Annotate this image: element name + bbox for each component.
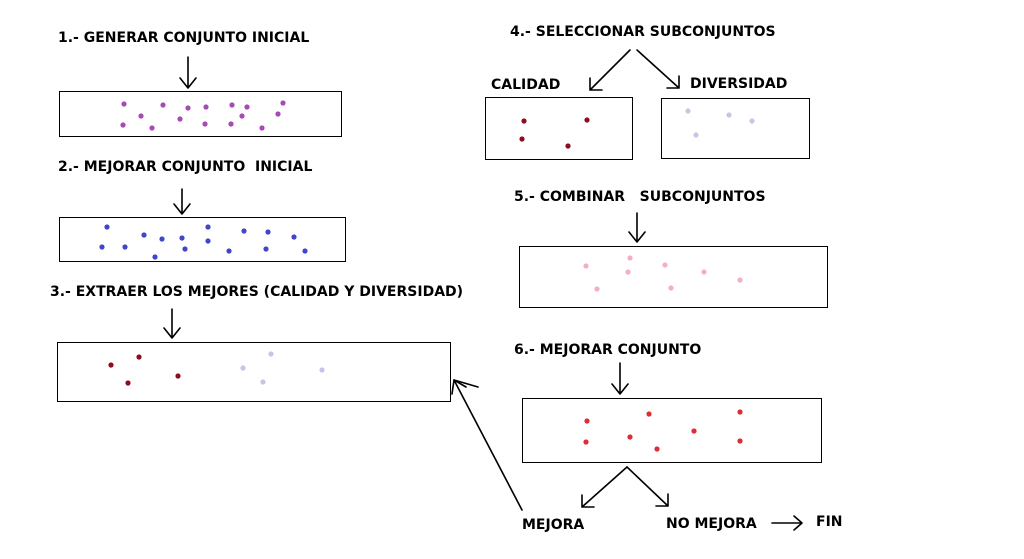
step-4-label: 4.- SELECCIONAR SUBCONJUNTOS [510, 24, 776, 40]
combined-point [668, 285, 674, 291]
no-mejora-label: NO MEJORA [666, 516, 757, 532]
calidad-point [584, 117, 590, 123]
initial-set-point [244, 104, 250, 110]
best-diversity-point [260, 379, 266, 385]
calidad-point [521, 118, 527, 124]
combined-subsets-box [519, 246, 828, 308]
improved-set-point [182, 246, 188, 252]
improved-final-point [691, 428, 697, 434]
initial-set-point [203, 104, 209, 110]
improved-set-point [159, 236, 165, 242]
loop-entry-stub [453, 379, 479, 388]
improved-final-point [654, 446, 660, 452]
improved-set-box [522, 398, 822, 463]
improved-set-point [241, 228, 247, 234]
diversidad-point [685, 108, 691, 114]
improved-set-point [99, 244, 105, 250]
arrow-to-no-mejora [626, 466, 669, 507]
combined-point [701, 269, 707, 275]
arrow-to-diversidad [636, 49, 680, 89]
combined-point [583, 263, 589, 269]
combined-point [627, 255, 633, 261]
best-quality-point [136, 354, 142, 360]
best-quality-point [175, 373, 181, 379]
combined-point [594, 286, 600, 292]
initial-set-point [275, 111, 281, 117]
arrow-to-improved-initial-set [173, 188, 191, 215]
step-3-label: 3.- EXTRAER LOS MEJORES (CALIDAD Y DIVER… [50, 284, 464, 300]
best-quality-point [108, 362, 114, 368]
improved-final-point [737, 438, 743, 444]
arrow-to-calidad [589, 49, 631, 91]
improved-set-point [226, 248, 232, 254]
improved-set-point [141, 232, 147, 238]
arrow-to-fin [771, 515, 803, 531]
improved-final-point [584, 418, 590, 424]
best-solutions-box [57, 342, 451, 402]
improved-set-point [291, 234, 297, 240]
initial-set-point [259, 125, 265, 131]
best-quality-point [125, 380, 131, 386]
best-diversity-point [268, 351, 274, 357]
combined-point [737, 277, 743, 283]
arrow-to-best-solutions [163, 308, 181, 339]
fin-label: FIN [816, 514, 843, 530]
initial-set-point [280, 100, 286, 106]
initial-set-point [160, 102, 166, 108]
arrow-to-initial-set [179, 56, 197, 89]
step-2-label: 2.- MEJORAR CONJUNTO INICIAL [58, 159, 313, 175]
arrow-to-combined [628, 212, 646, 243]
initial-set-point [229, 102, 235, 108]
initial-set-point [121, 101, 127, 107]
initial-set-point [202, 121, 208, 127]
improved-set-point [179, 235, 185, 241]
diversidad-label: DIVERSIDAD [690, 76, 788, 92]
initial-set-point [239, 113, 245, 119]
step-1-label: 1.- GENERAR CONJUNTO INICIAL [58, 30, 310, 46]
improved-set-point [263, 246, 269, 252]
step-5-label: 5.- COMBINAR SUBCONJUNTOS [514, 189, 766, 205]
initial-set-point [138, 113, 144, 119]
improved-set-point [302, 248, 308, 254]
arrow-to-mejora [581, 466, 628, 508]
diversidad-point [693, 132, 699, 138]
step-6-label: 6.- MEJORAR CONJUNTO [514, 342, 702, 358]
improved-set-point [104, 224, 110, 230]
diversidad-point [726, 112, 732, 118]
initial-set-point [149, 125, 155, 131]
initial-set-point [120, 122, 126, 128]
improved-set-point [265, 229, 271, 235]
best-diversity-point [240, 365, 246, 371]
initial-set-point [177, 116, 183, 122]
combined-point [662, 262, 668, 268]
best-diversity-point [319, 367, 325, 373]
calidad-subset-box [485, 97, 633, 160]
calidad-label: CALIDAD [491, 77, 561, 93]
initial-set-point [185, 105, 191, 111]
arrow-to-improved-set [611, 362, 629, 395]
improved-set-point [122, 244, 128, 250]
calidad-point [565, 143, 571, 149]
improved-final-point [737, 409, 743, 415]
arrow-mejora-loop-back [451, 379, 523, 511]
diversidad-point [749, 118, 755, 124]
improved-final-point [646, 411, 652, 417]
combined-point [625, 269, 631, 275]
improved-final-point [627, 434, 633, 440]
initial-set-point [228, 121, 234, 127]
initial-set-box [59, 91, 342, 137]
diversidad-subset-box [661, 98, 810, 159]
improved-set-point [152, 254, 158, 260]
improved-final-point [583, 439, 589, 445]
mejora-label: MEJORA [522, 517, 585, 533]
improved-set-point [205, 238, 211, 244]
calidad-point [519, 136, 525, 142]
improved-set-point [205, 224, 211, 230]
